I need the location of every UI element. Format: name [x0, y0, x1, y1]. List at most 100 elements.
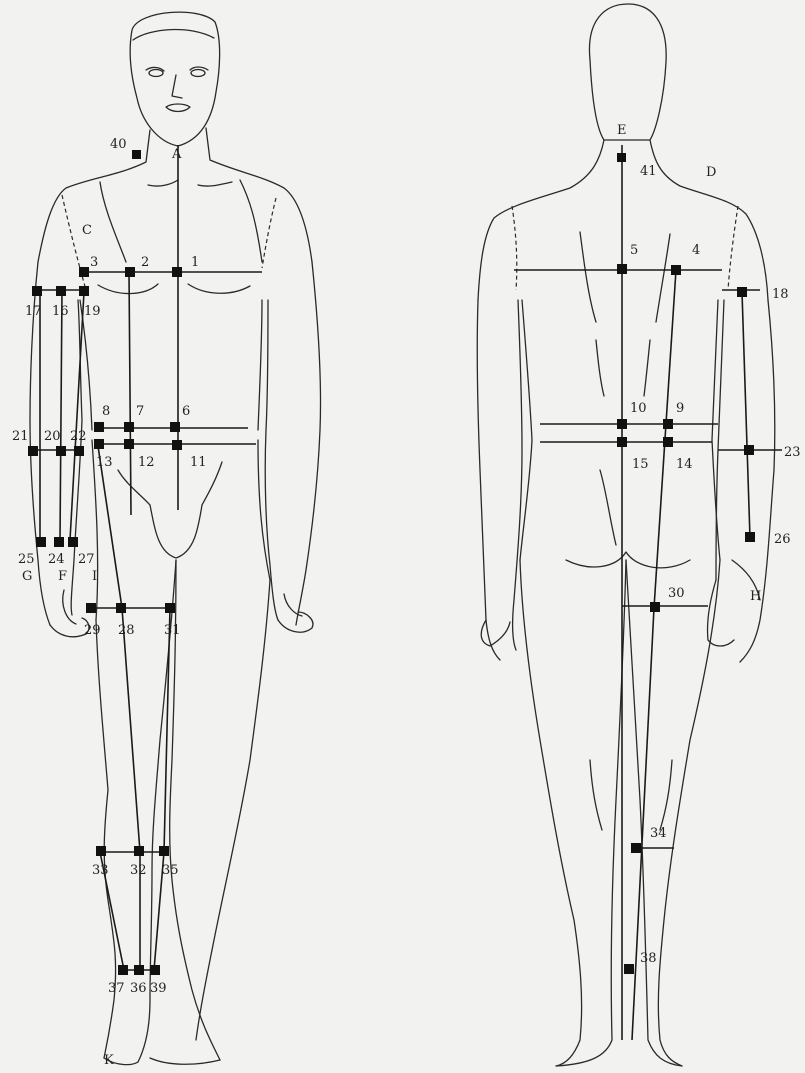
point-8: [94, 422, 104, 432]
label-17: 17: [25, 304, 42, 319]
point-36: [134, 965, 144, 975]
label-20: 20: [44, 429, 61, 444]
point-35: [159, 846, 169, 856]
label-16: 16: [52, 304, 69, 319]
point-40: [132, 150, 141, 159]
point-30: [650, 602, 660, 612]
point-26: [745, 532, 755, 542]
point-13: [94, 439, 104, 449]
point-19: [79, 286, 89, 296]
point-32: [134, 846, 144, 856]
label-13: 13: [96, 455, 113, 470]
label-27: 27: [78, 552, 95, 567]
point-21: [28, 446, 38, 456]
letter-I: I: [92, 569, 97, 584]
point-29: [86, 603, 96, 613]
letter-G: G: [22, 569, 32, 584]
point-1: [172, 267, 182, 277]
label-29: 29: [84, 623, 101, 638]
label-25: 25: [18, 552, 35, 567]
back-figure: 41 5 4 18 10 9 15 14 23 26 30 34 38 E D …: [477, 4, 800, 1066]
label-11: 11: [190, 455, 207, 470]
point-6: [170, 422, 180, 432]
label-32: 32: [130, 863, 147, 878]
label-39: 39: [150, 981, 167, 996]
label-21: 21: [12, 429, 29, 444]
front-figure: 40 1 2 3 16 17 19 6 7 8 11 12 13 20 21 2…: [12, 12, 321, 1068]
point-41: [617, 153, 626, 162]
label-34: 34: [650, 826, 667, 841]
label-5: 5: [630, 243, 638, 258]
label-41: 41: [640, 164, 657, 179]
label-36: 36: [130, 981, 147, 996]
label-33: 33: [92, 863, 109, 878]
letter-H: H: [750, 589, 761, 604]
point-33: [96, 846, 106, 856]
label-8: 8: [102, 404, 110, 419]
point-28: [116, 603, 126, 613]
label-31: 31: [164, 623, 181, 638]
point-5: [617, 264, 627, 274]
point-7: [124, 422, 134, 432]
point-12: [124, 439, 134, 449]
label-26: 26: [774, 532, 791, 547]
label-28: 28: [118, 623, 135, 638]
point-31: [165, 603, 175, 613]
point-27: [68, 537, 78, 547]
point-34: [631, 843, 641, 853]
label-30: 30: [668, 586, 685, 601]
point-22: [74, 446, 84, 456]
label-38: 38: [640, 951, 657, 966]
point-10: [617, 419, 627, 429]
back-point-labels: 41 5 4 18 10 9 15 14 23 26 30 34 38 E D …: [617, 123, 801, 966]
point-18: [737, 287, 747, 297]
label-3: 3: [90, 255, 98, 270]
point-23: [744, 445, 754, 455]
point-38: [624, 964, 634, 974]
point-24: [54, 537, 64, 547]
point-3: [79, 267, 89, 277]
back-body-outline: [477, 4, 775, 1066]
back-measurement-lines: [514, 145, 782, 1040]
point-9: [663, 419, 673, 429]
label-18: 18: [772, 287, 789, 302]
point-17: [32, 286, 42, 296]
label-7: 7: [136, 404, 144, 419]
label-4: 4: [692, 243, 700, 258]
label-24: 24: [48, 552, 65, 567]
letter-E: E: [617, 123, 627, 138]
letter-F: F: [58, 569, 67, 584]
point-39: [150, 965, 160, 975]
label-10: 10: [630, 401, 647, 416]
point-16: [56, 286, 66, 296]
label-6: 6: [182, 404, 190, 419]
point-11: [172, 440, 182, 450]
label-2: 2: [141, 255, 149, 270]
front-dashed-lines: [62, 195, 276, 290]
point-20: [56, 446, 66, 456]
back-measurement-points: [617, 153, 755, 974]
label-14: 14: [676, 457, 693, 472]
label-35: 35: [162, 863, 179, 878]
letter-K: K: [104, 1053, 114, 1068]
letter-C: C: [82, 223, 92, 238]
point-14: [663, 437, 673, 447]
label-12: 12: [138, 455, 155, 470]
point-2: [125, 267, 135, 277]
label-9: 9: [676, 401, 684, 416]
point-4: [671, 265, 681, 275]
point-37: [118, 965, 128, 975]
label-1: 1: [191, 255, 199, 270]
label-40: 40: [110, 137, 127, 152]
point-15: [617, 437, 627, 447]
label-19: 19: [84, 304, 101, 319]
point-25: [36, 537, 46, 547]
label-23: 23: [784, 445, 801, 460]
label-15: 15: [632, 457, 649, 472]
letter-D: D: [706, 165, 716, 180]
label-22: 22: [70, 429, 87, 444]
label-37: 37: [108, 981, 125, 996]
letter-A: A: [171, 147, 182, 162]
